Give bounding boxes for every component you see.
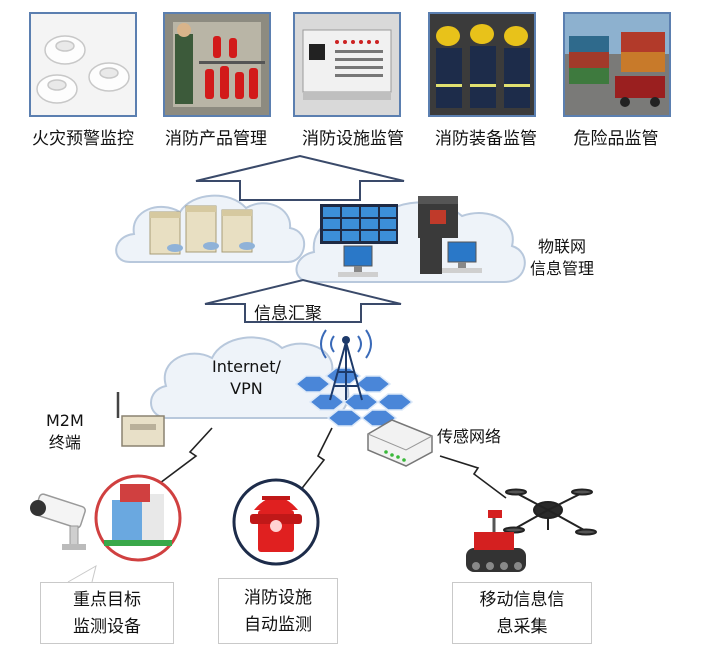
smoke-detector-icon (36, 35, 130, 104)
container-yard-icon (565, 14, 669, 115)
security-camera-icon (30, 493, 86, 550)
box-facility-auto-monitoring: 消防设施 自动监测 (218, 578, 338, 644)
video-wall-icon (320, 204, 398, 244)
workstation-icon (338, 232, 482, 277)
control-panel-icon (295, 14, 399, 115)
box2-line2: 自动监测 (244, 615, 312, 635)
firefighter-gear-icon (430, 14, 534, 115)
photo-fire-products (163, 12, 271, 117)
box-mobile-info-collection: 移动信息信 息采集 (452, 582, 592, 644)
up-arrow-top (195, 154, 405, 201)
box2-line1: 消防设施 (244, 588, 312, 608)
iot-label-line1: 物联网 (538, 237, 587, 256)
sensor-network-label: 传感网络 (437, 427, 502, 446)
callout-pointer (67, 564, 97, 583)
box-key-target-monitoring: 重点目标 监测设备 (40, 582, 174, 644)
aggregation-label: 信息汇聚 (254, 304, 322, 324)
caption-fire-equipment: 消防装备监管 (435, 129, 537, 149)
network-label-line1: Internet/ (212, 357, 281, 376)
photo-hazmat-containers (563, 12, 671, 117)
caption-fire-alarm: 火灾预警监控 (32, 129, 134, 149)
m2m-label-line2: 终端 (48, 433, 81, 452)
server-rack-icon (418, 196, 458, 238)
fire-hydrant-icon (232, 478, 320, 566)
box1-line2: 监测设备 (73, 617, 141, 637)
caption-fire-facilities: 消防设施监管 (302, 129, 404, 149)
box3-line2: 息采集 (496, 617, 548, 637)
network-label-line2: VPN (230, 379, 263, 398)
m2m-terminal-icon (116, 392, 165, 447)
wireless-link-lines (139, 427, 507, 499)
up-arrow-aggregation (204, 278, 402, 323)
m2m-label-line1: M2M (46, 411, 84, 430)
photo-fire-facilities (293, 12, 401, 117)
caption-hazmat: 危险品监管 (573, 129, 659, 149)
box1-line1: 重点目标 (73, 590, 141, 610)
m2m-terminal-label: M2M 终端 (46, 410, 84, 454)
photo-fire-alarm-detectors (29, 12, 137, 117)
sensor-gateway-icon (367, 419, 433, 467)
iot-label-line2: 信息管理 (530, 259, 595, 278)
cell-tower-icon (294, 329, 414, 427)
iot-management-label: 物联网 信息管理 (530, 236, 594, 280)
target-building-icon (94, 474, 182, 562)
drone-icon (503, 488, 597, 536)
box3-line1: 移动信息信 (479, 590, 565, 610)
photo-fire-equipment (428, 12, 536, 117)
fire-extinguisher-icon (165, 14, 269, 115)
robot-vehicle-icon (466, 510, 526, 572)
network-label: Internet/ VPN (212, 356, 281, 400)
caption-fire-products: 消防产品管理 (165, 129, 267, 149)
server-icon (149, 205, 255, 255)
